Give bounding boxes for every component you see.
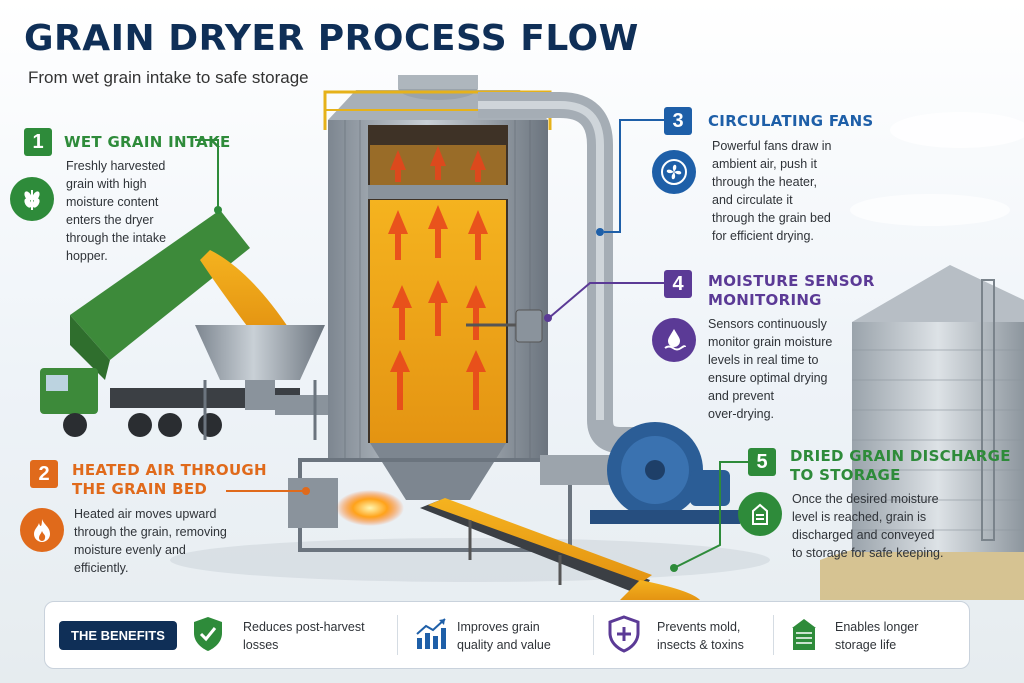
flame-icon <box>20 508 64 552</box>
step-2-number: 2 <box>30 460 58 488</box>
step-5-number: 5 <box>748 448 776 476</box>
storage-bin-icon <box>738 492 782 536</box>
wheat-icon <box>10 177 54 221</box>
step-3-number: 3 <box>664 107 692 135</box>
benefit-2-text: Improves grain quality and value <box>457 620 551 652</box>
step-3-title: CIRCULATING FANS <box>708 112 874 130</box>
intake-hopper <box>195 325 330 440</box>
dryer-tower <box>298 75 572 552</box>
page-title: GRAIN DRYER PROCESS FLOW <box>24 18 639 59</box>
step-1-title: WET GRAIN INTAKE <box>64 133 231 151</box>
benefit-divider <box>593 615 594 655</box>
blower-fan <box>590 422 740 524</box>
water-drop-icon <box>652 318 696 362</box>
benefits-label: THE BENEFITS <box>59 621 177 650</box>
benefit-divider <box>397 615 398 655</box>
step-1-number: 1 <box>24 128 52 156</box>
shield-plus-icon <box>607 615 641 658</box>
step-4-description: Sensors continuously monitor grain moist… <box>708 317 833 421</box>
discharge-conveyor <box>420 498 700 600</box>
step-1-description: Freshly harvested grain with high moistu… <box>66 159 167 263</box>
step-2-description: Heated air moves upward through the grai… <box>74 507 227 575</box>
benefit-divider <box>773 615 774 655</box>
page-subtitle: From wet grain intake to safe storage <box>28 68 309 87</box>
benefit-1-text: Reduces post-harvest losses <box>243 620 365 652</box>
benefit-4-text: Enables longer storage life <box>835 620 919 652</box>
benefits-bar: THE BENEFITS Reduces post-harvest losses… <box>44 601 970 669</box>
dump-truck <box>40 210 300 437</box>
shield-check-icon <box>191 615 225 658</box>
silo-icon <box>787 616 821 657</box>
step-4-title: MOISTURE SENSOR MONITORING <box>708 272 875 309</box>
step-5-description: Once the desired moisture level is reach… <box>792 492 944 560</box>
step-2-title: HEATED AIR THROUGH THE GRAIN BED <box>72 461 267 498</box>
step-3-description: Powerful fans draw in ambient air, push … <box>712 139 832 243</box>
step-5-title: DRIED GRAIN DISCHARGE TO STORAGE <box>790 447 1011 484</box>
benefit-3-text: Prevents mold, insects & toxins <box>657 620 744 652</box>
storage-silo <box>852 265 1024 552</box>
fan-icon <box>652 150 696 194</box>
step-4-number: 4 <box>664 270 692 298</box>
chart-up-icon <box>413 616 449 657</box>
